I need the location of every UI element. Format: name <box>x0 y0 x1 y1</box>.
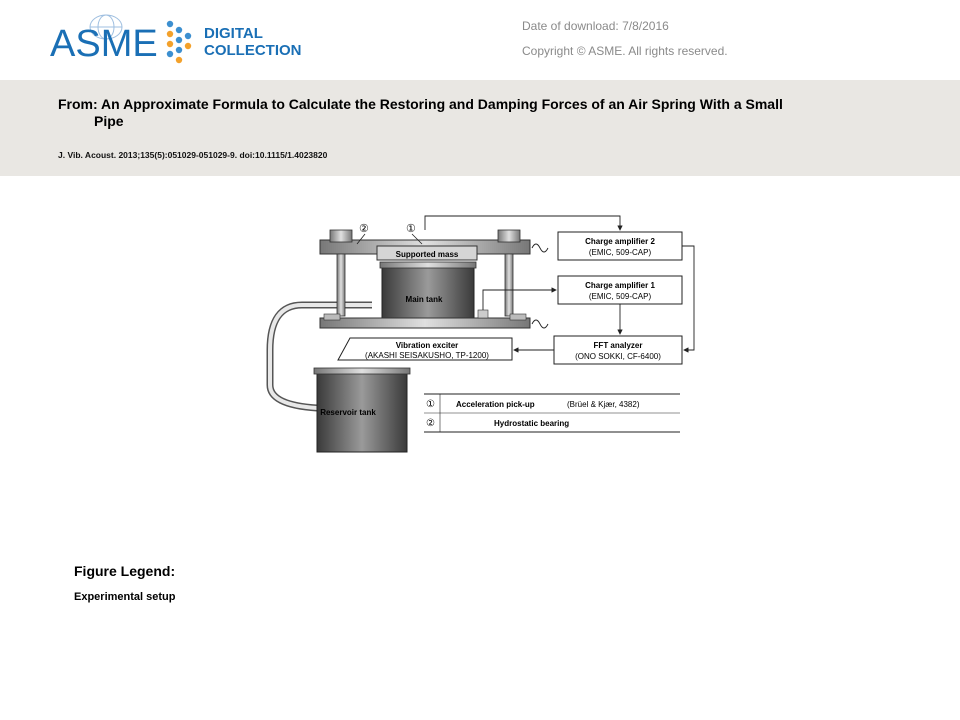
vibration-exciter-box <box>337 337 513 361</box>
copyright-text: Copyright © ASME. All rights reserved. <box>522 44 728 58</box>
fft-analyzer-box <box>553 335 683 365</box>
key-label-2: Hydrostatic bearing <box>494 419 569 428</box>
key-label-1: Acceleration pick-up <box>456 400 535 409</box>
main-tank <box>381 265 475 321</box>
main-tank-label: Main tank <box>406 295 443 304</box>
reservoir-tank-label: Reservoir tank <box>320 408 376 417</box>
supported-mass-label: Supported mass <box>396 250 459 259</box>
asme-logo-text: ASME <box>50 23 158 65</box>
base-plate <box>319 317 531 329</box>
marker-2: ② <box>359 223 369 235</box>
marker-1: ① <box>406 223 416 235</box>
charge-amplifier-1-box <box>557 275 683 305</box>
fft-model: (ONO SOKKI, CF-6400) <box>575 352 661 361</box>
charge-amp2-name: Charge amplifier 2 <box>585 237 655 246</box>
setup-diagram: Supported mass Main tank ② ① Charge ampl… <box>266 215 695 453</box>
charge-amplifier-2-box <box>557 231 683 261</box>
key-detail-1: (Brüel & Kjær, 4382) <box>567 400 640 409</box>
exciter-name: Vibration exciter <box>396 341 459 350</box>
date-label: Date of download: <box>522 19 619 33</box>
key-symbol-2: ② <box>426 418 435 429</box>
charge-amp1-model: (EMIC, 509-CAP) <box>589 292 652 301</box>
dots-icon <box>166 20 192 64</box>
figure-legend-title: Figure Legend: <box>74 563 176 579</box>
article-info-band <box>0 80 960 176</box>
signal-wave-top <box>531 243 549 253</box>
charge-amp1-name: Charge amplifier 1 <box>585 281 655 290</box>
date-value: 7/8/2016 <box>622 19 669 33</box>
figure-legend-text: Experimental setup <box>74 591 176 603</box>
logo-sub-digital: DIGITAL <box>204 25 263 42</box>
supported-mass <box>376 245 478 261</box>
exciter-model: (AKASHI SEISAKUSHO, TP-1200) <box>365 351 489 360</box>
asme-logo-graphic: ASME DIGITAL COLLECTION <box>50 14 302 65</box>
signal-wave-bottom <box>531 319 549 329</box>
from-prefix: From: <box>58 96 98 112</box>
article-title: From: An Approximate Formula to Calculat… <box>58 96 908 130</box>
guide-column-left <box>336 253 346 317</box>
logo-sub-collection: COLLECTION <box>204 42 302 59</box>
guide-column-right <box>504 253 514 317</box>
hydrostatic-bearing-right <box>497 229 521 243</box>
reservoir-tank <box>316 369 408 453</box>
fft-name: FFT analyzer <box>594 341 643 350</box>
key-symbol-1: ① <box>426 399 435 410</box>
title-line2: Pipe <box>94 113 124 129</box>
accel-pickup-base <box>477 309 489 319</box>
title-line1: An Approximate Formula to Calculate the … <box>101 96 783 112</box>
experimental-setup-figure: Supported mass Main tank ② ① Charge ampl… <box>262 210 702 460</box>
hydrostatic-bearing-left <box>329 229 353 243</box>
citation[interactable]: J. Vib. Acoust. 2013;135(5):051029-05102… <box>58 150 328 160</box>
charge-amp2-model: (EMIC, 509-CAP) <box>589 248 652 257</box>
asme-digital-collection-logo[interactable]: ASME DIGITAL COLLECTION <box>48 10 328 68</box>
download-date: Date of download: 7/8/2016 <box>522 19 669 33</box>
